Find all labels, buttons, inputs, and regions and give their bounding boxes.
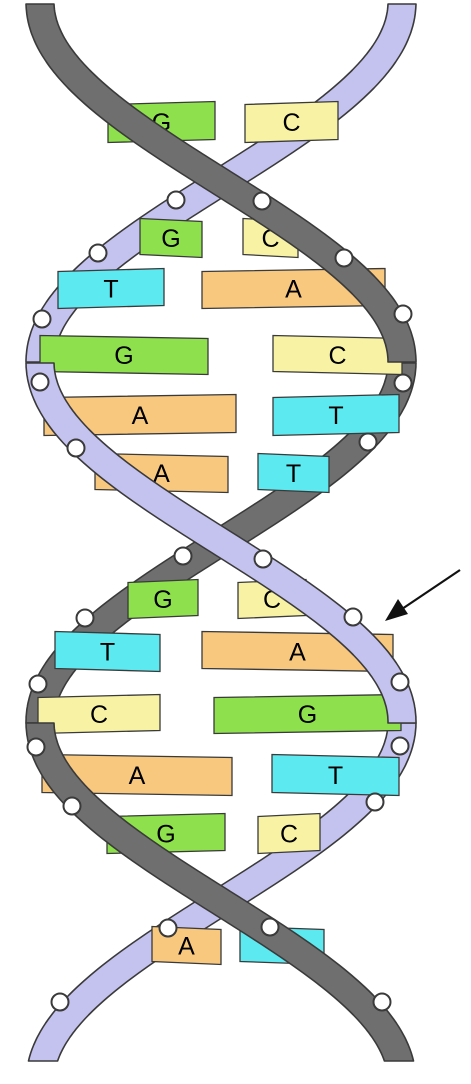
base-letter: T — [103, 276, 118, 304]
phosphate-nodes — [26, 190, 413, 1012]
base-block — [41, 753, 233, 797]
dark-strand-segment — [25, 3, 417, 363]
base-letter: C — [90, 701, 108, 729]
base-right: C — [257, 812, 321, 855]
base-letter: C — [282, 109, 300, 137]
phosphate-node — [32, 309, 52, 329]
base-letter: A — [129, 762, 146, 790]
base-letter: A — [289, 639, 306, 667]
phosphate-node — [75, 608, 95, 628]
base-left: G — [39, 334, 209, 376]
base-letter: G — [156, 821, 175, 849]
phosphate-node — [343, 607, 363, 627]
phosphate-node — [50, 992, 70, 1012]
base-right: C — [272, 334, 403, 376]
phosphate-node — [88, 243, 108, 263]
base-left: C — [37, 693, 161, 735]
base-letter: C — [280, 821, 298, 849]
phosphate-node — [158, 918, 178, 938]
base-letter: T — [328, 762, 343, 790]
base-letter: G — [161, 225, 180, 253]
phosphate-node — [393, 304, 413, 324]
phosphate-node — [173, 546, 193, 566]
phosphate-node — [66, 438, 86, 458]
base-right: G — [213, 693, 402, 735]
arrow-shaft — [401, 569, 461, 610]
base-letter: C — [328, 342, 346, 370]
base-block — [244, 100, 339, 144]
base-block — [57, 267, 165, 310]
phosphate-node — [30, 372, 50, 392]
base-block — [257, 812, 321, 855]
base-right: T — [271, 753, 400, 797]
helix-strands-front — [25, 3, 417, 1062]
dark-strand-segment — [25, 722, 415, 1062]
base-letter: G — [114, 342, 133, 370]
base-block — [213, 693, 402, 735]
base-letter: G — [298, 701, 317, 729]
phosphate-node — [334, 248, 354, 268]
base-left: G — [127, 578, 199, 620]
base-left: A — [43, 393, 237, 437]
phosphate-node — [365, 792, 385, 812]
base-block — [139, 217, 203, 259]
light-strand-segment — [25, 362, 417, 724]
phosphate-node — [358, 432, 378, 452]
base-letter: A — [153, 460, 170, 488]
base-letter: T — [286, 460, 301, 488]
phosphate-node — [26, 737, 46, 757]
phosphate-node — [166, 190, 186, 210]
base-right: T — [257, 452, 330, 494]
base-block — [54, 630, 161, 673]
phosphate-node — [372, 992, 392, 1012]
base-block — [271, 753, 400, 797]
pointer-arrow — [385, 569, 461, 621]
phosphate-node — [393, 373, 413, 393]
base-letter: A — [285, 276, 302, 304]
base-letter: A — [178, 933, 195, 961]
base-letter: T — [328, 402, 343, 430]
base-block — [127, 578, 199, 620]
base-block — [43, 393, 237, 437]
base-left: G — [139, 217, 203, 259]
base-right: C — [244, 100, 339, 144]
phosphate-node — [28, 674, 48, 694]
phosphate-node — [253, 549, 273, 569]
base-right: T — [272, 393, 400, 437]
base-left: T — [57, 267, 165, 310]
phosphate-node — [390, 672, 410, 692]
base-block — [257, 452, 330, 494]
base-letter: T — [100, 639, 115, 667]
base-block — [272, 393, 400, 437]
arrow-head — [385, 599, 408, 621]
phosphate-node — [252, 191, 272, 211]
base-block — [37, 693, 161, 735]
base-left: A — [41, 753, 233, 797]
base-letter: G — [153, 586, 172, 614]
phosphate-node — [260, 917, 280, 937]
base-block — [39, 334, 209, 376]
phosphate-node — [390, 736, 410, 756]
base-left: T — [54, 630, 161, 673]
base-letter: A — [132, 402, 149, 430]
phosphate-node — [62, 796, 82, 816]
